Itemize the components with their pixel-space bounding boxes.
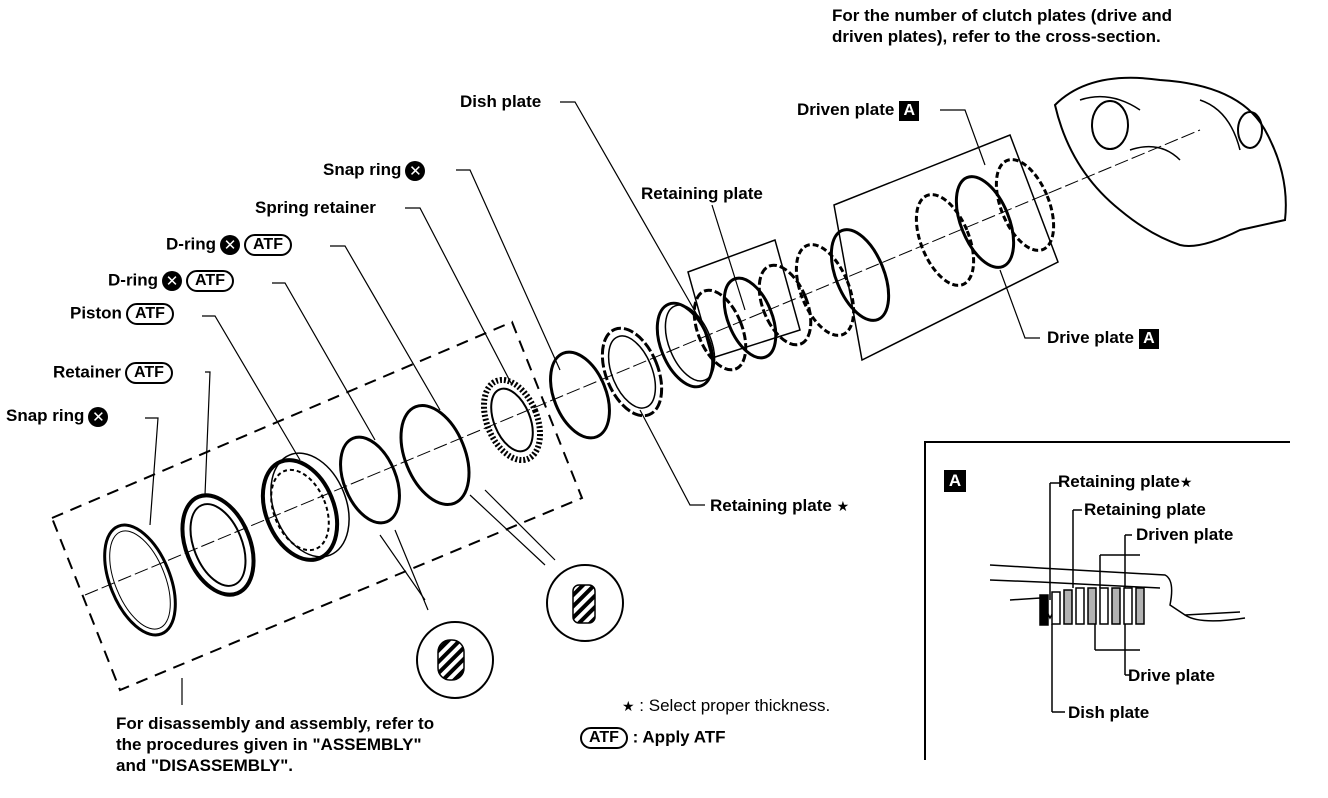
d-ring-2-section-callout bbox=[469, 494, 546, 566]
d-ring-2-part bbox=[399, 403, 471, 507]
leader-lines bbox=[145, 101, 1040, 705]
dish-plate-part bbox=[655, 301, 715, 389]
label-snap-ring-top-text: Snap ring bbox=[323, 160, 402, 179]
discard-x-icon: ✕ bbox=[88, 406, 109, 427]
header-note-line2: driven plates), refer to the cross-secti… bbox=[832, 27, 1161, 46]
label-driven-plate-text: Driven plate bbox=[797, 100, 895, 119]
retaining-plate-part bbox=[692, 288, 748, 372]
footer-note: For disassembly and assembly, refer to t… bbox=[116, 713, 434, 776]
snap-ring-top-part bbox=[549, 350, 611, 440]
label-drive-plate-text: Drive plate bbox=[1047, 328, 1134, 347]
label-retaining-plate-text: Retaining plate bbox=[641, 184, 763, 203]
label-snap-ring-left-text: Snap ring bbox=[6, 406, 85, 425]
star-icon: ★ bbox=[1179, 475, 1193, 491]
discard-x-icon: ✕ bbox=[220, 235, 241, 255]
snap-ring-left-part bbox=[103, 523, 177, 637]
footer-note-line2: the procedures given in "ASSEMBLY" bbox=[116, 735, 422, 754]
label-retaining-plate-star-text: Retaining plate bbox=[710, 496, 832, 515]
inset-label-driven-plate: Driven plate bbox=[1136, 525, 1234, 544]
inset-label-retaining-plate: Retaining plate bbox=[1084, 500, 1206, 519]
d-ring-2-section-circle bbox=[546, 564, 624, 642]
d-ring-section-circle bbox=[416, 621, 494, 699]
atf-icon: ATF bbox=[244, 234, 292, 256]
header-note: For the number of clutch plates (drive a… bbox=[832, 5, 1172, 47]
inset-label-retaining-plate-star: Retaining plate★ bbox=[1058, 472, 1192, 493]
inset-label-dish-plate: Dish plate bbox=[1068, 703, 1150, 722]
label-retaining-plate-star: Retaining plate ★ bbox=[710, 496, 849, 517]
atf-icon: ATF bbox=[580, 727, 628, 749]
label-d-ring-1-text: D-ring bbox=[166, 234, 217, 254]
clutch-pack-box bbox=[833, 134, 1059, 362]
header-note-line1: For the number of clutch plates (drive a… bbox=[832, 6, 1173, 25]
clutch-plate-3 bbox=[914, 193, 976, 287]
legend-star-text: : Select proper thickness. bbox=[639, 696, 831, 715]
legend-star: ★ : Select proper thickness. bbox=[622, 696, 830, 717]
inset-label-retaining-plate-star-text: Retaining plate bbox=[1058, 472, 1180, 491]
label-snap-ring-top: Snap ring✕ bbox=[323, 160, 426, 181]
footer-note-line1: For disassembly and assembly, refer to bbox=[116, 714, 435, 733]
label-piston-text: Piston bbox=[70, 303, 122, 323]
spring-retainer-part bbox=[480, 376, 544, 464]
label-spring-retainer: Spring retainer bbox=[255, 198, 376, 218]
star-icon: ★ bbox=[622, 699, 635, 715]
clutch-plate-2 bbox=[829, 228, 891, 322]
inset-frame bbox=[924, 441, 1290, 760]
label-retaining-plate: Retaining plate bbox=[641, 184, 763, 204]
legend-atf-text: : Apply ATF bbox=[632, 727, 726, 747]
clutch-plate-5 bbox=[994, 158, 1056, 252]
a-box-icon: A bbox=[1138, 328, 1159, 349]
inset-badge: A bbox=[944, 470, 966, 492]
label-d-ring-1: D-ring✕ATF bbox=[166, 234, 292, 256]
atf-icon: ATF bbox=[186, 270, 234, 292]
disassembly-boundary bbox=[50, 320, 584, 692]
clutch-plate-1 bbox=[794, 243, 856, 337]
label-dish-plate: Dish plate bbox=[460, 92, 541, 112]
label-spring-retainer-text: Spring retainer bbox=[255, 198, 376, 217]
footer-note-line3: and "DISASSEMBLY". bbox=[116, 756, 294, 775]
a-box-icon: A bbox=[899, 100, 920, 121]
transmission-case bbox=[1053, 76, 1287, 247]
clutch-plate-4 bbox=[954, 175, 1016, 269]
inset-cross-section bbox=[989, 482, 1246, 713]
label-retainer-text: Retainer bbox=[53, 362, 122, 382]
center-axis bbox=[84, 129, 1201, 596]
inset-label-drive-plate: Drive plate bbox=[1128, 666, 1215, 685]
atf-icon: ATF bbox=[125, 303, 174, 325]
label-snap-ring-left: Snap ring✕ bbox=[6, 406, 109, 427]
label-d-ring-2: D-ring✕ATF bbox=[108, 270, 234, 292]
label-d-ring-2-text: D-ring bbox=[108, 270, 159, 290]
discard-x-icon: ✕ bbox=[405, 160, 426, 181]
retainer-part bbox=[180, 493, 256, 597]
label-dish-plate-text: Dish plate bbox=[460, 92, 542, 111]
retaining-plate-star-part bbox=[600, 326, 664, 418]
legend-atf: ATF : Apply ATF bbox=[580, 727, 726, 749]
star-icon: ★ bbox=[836, 499, 850, 515]
d-ring-1-part bbox=[339, 435, 401, 525]
discard-x-icon: ✕ bbox=[162, 271, 183, 291]
atf-icon: ATF bbox=[125, 362, 173, 384]
